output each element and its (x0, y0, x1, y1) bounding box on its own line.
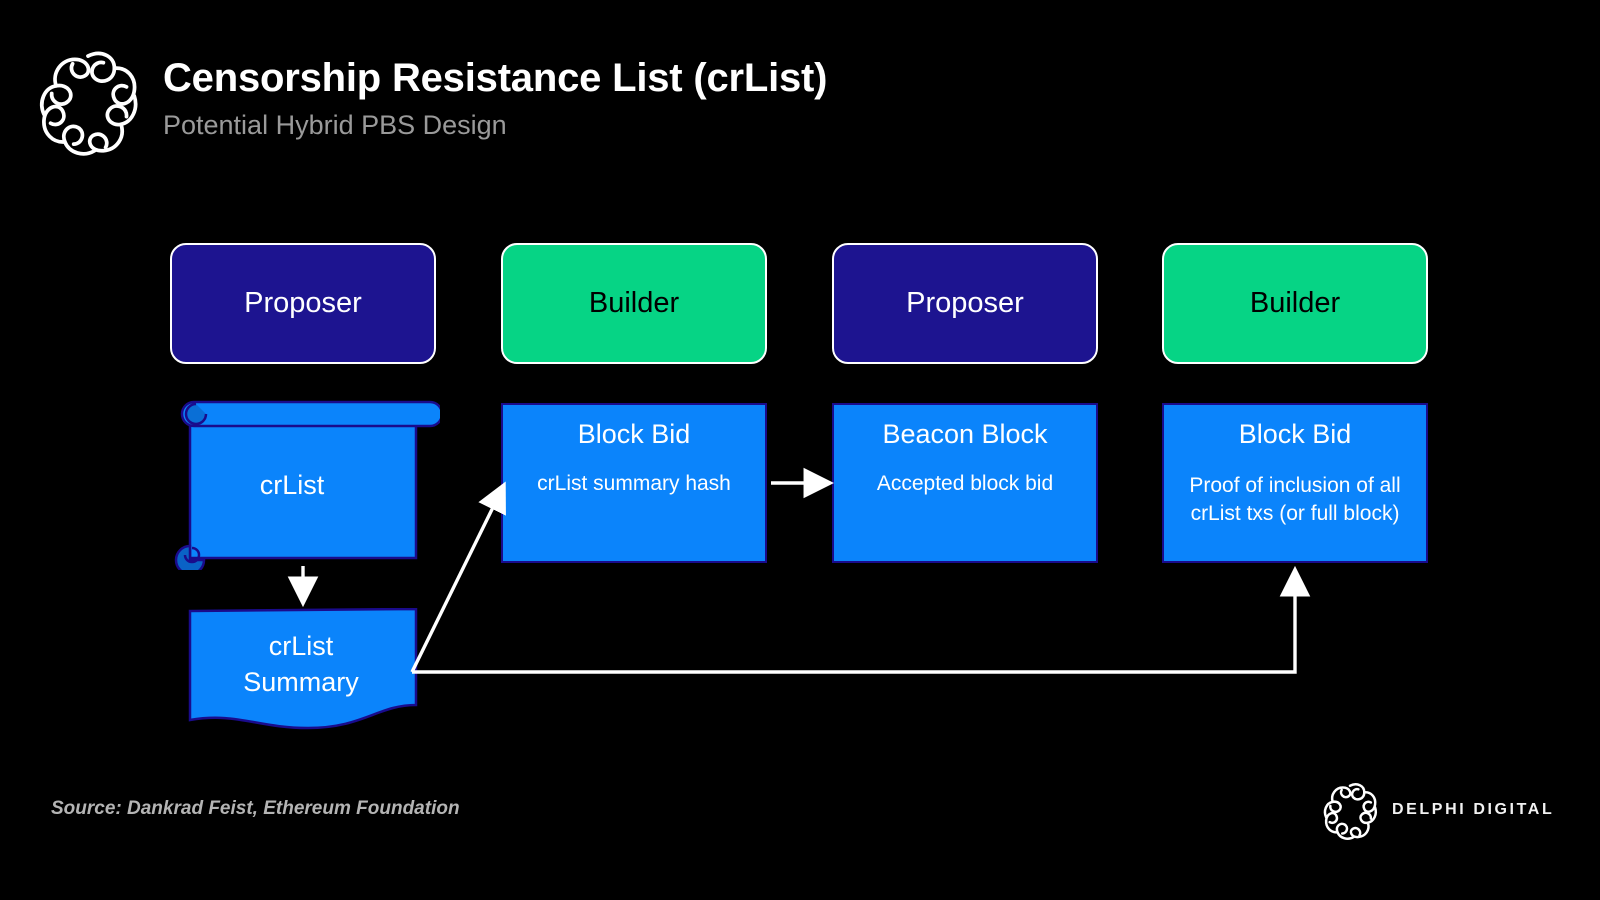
data-box-title: Block Bid (577, 419, 691, 449)
role-label: Proposer (244, 286, 362, 319)
brand-wordmark: DELPHI DIGITAL (1392, 801, 1555, 818)
data-box-subtitle: crList summary hash (537, 472, 731, 496)
arrow-summary-to-final-block-bid (412, 565, 1311, 674)
data-box-block-bid-1[interactable]: Block Bid crList summary hash (501, 403, 767, 563)
page-title: Censorship Resistance List (crList) (163, 56, 828, 100)
data-box-title: Block Bid (1238, 419, 1352, 449)
crlist-scroll-shape[interactable]: crList (168, 398, 444, 576)
data-box-subtitle: Accepted block bid (876, 472, 1054, 496)
role-label: Proposer (906, 286, 1024, 319)
role-label: Builder (1249, 286, 1341, 319)
data-box-title: Beacon Block (882, 419, 1048, 449)
page-subtitle: Potential Hybrid PBS Design (163, 110, 507, 140)
data-box-subtitle: Proof of inclusion of all crList txs (or… (1189, 474, 1401, 526)
role-box-builder-2[interactable]: Builder (1162, 243, 1428, 364)
data-box-block-bid-2[interactable]: Block Bid Proof of inclusion of all crLi… (1162, 403, 1428, 563)
source-credit: Source: Dankrad Feist, Ethereum Foundati… (51, 798, 460, 819)
role-label: Builder (588, 286, 680, 319)
role-box-proposer-2[interactable]: Proposer (832, 243, 1098, 364)
role-box-proposer-1[interactable]: Proposer (170, 243, 436, 364)
delphi-knot-logo-icon (33, 47, 143, 162)
data-box-beacon-block[interactable]: Beacon Block Accepted block bid (832, 403, 1098, 563)
role-box-builder-1[interactable]: Builder (501, 243, 767, 364)
crlist-summary-shape[interactable]: crList Summary (188, 607, 418, 733)
delphi-brand-logo-icon (1320, 781, 1380, 843)
